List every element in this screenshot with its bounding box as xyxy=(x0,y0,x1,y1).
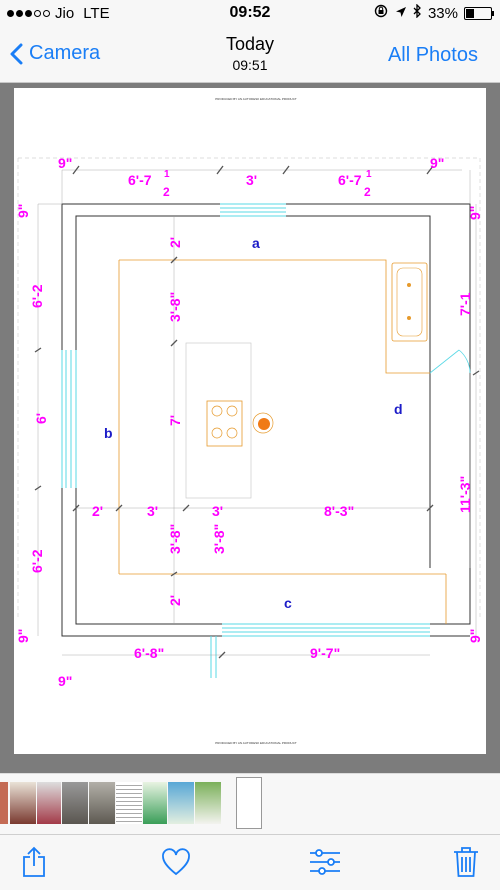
thumbnail[interactable] xyxy=(195,782,221,824)
battery-percent: 33% xyxy=(427,4,458,22)
thumbnail[interactable] xyxy=(89,782,115,824)
label-c: c xyxy=(284,595,292,611)
kitchen-island xyxy=(185,342,274,499)
floor-plan-photo: PRODUCED BY AN AUTODESK EDUCATIONAL PROD… xyxy=(14,88,486,754)
thumbnail-strip[interactable] xyxy=(0,773,500,834)
thumbnail[interactable] xyxy=(143,782,167,824)
trash-icon xyxy=(454,847,478,877)
dim-row-8-3: 8'-3" xyxy=(324,503,354,519)
dimension-ticks xyxy=(34,165,480,659)
dim-top-left-9: 9" xyxy=(58,155,72,171)
dim-inner-2-top: 2' xyxy=(167,237,183,248)
thumbnail[interactable] xyxy=(0,782,8,824)
room-labels: a b c d xyxy=(104,235,403,611)
battery-level xyxy=(466,8,474,18)
dim-top-window: 3' xyxy=(246,172,257,188)
dim-row-3a: 3' xyxy=(147,503,158,519)
windows xyxy=(61,203,430,678)
bluetooth-icon xyxy=(413,3,422,22)
all-photos-button[interactable]: All Photos xyxy=(387,44,478,66)
network-type: LTE xyxy=(83,5,110,22)
adjust-icon xyxy=(310,849,340,875)
thumbnail-selected[interactable] xyxy=(236,777,262,829)
thumbnail[interactable] xyxy=(10,782,36,824)
header-note: PRODUCED BY AN AUTODESK EDUCATIONAL PROD… xyxy=(215,97,297,101)
door-swing xyxy=(429,349,471,374)
thumbnail[interactable] xyxy=(37,782,61,824)
navigation-bar: Camera Today 09:51 All Photos xyxy=(0,28,500,83)
rotation-lock-icon xyxy=(373,4,389,22)
dim-inner-3-8-low-b: 3'-8" xyxy=(211,524,227,554)
photo-viewer[interactable]: PRODUCED BY AN AUTODESK EDUCATIONAL PROD… xyxy=(0,83,500,773)
extension-lines xyxy=(37,169,477,656)
dim-inner-7: 7' xyxy=(167,415,183,426)
dim-right-upper: 7'-1 xyxy=(457,292,473,316)
dim-bottom-left-9: 9" xyxy=(15,629,31,643)
dim-frac-num-2: 1 xyxy=(366,169,372,180)
status-time: 09:52 xyxy=(229,4,271,21)
delete-button[interactable] xyxy=(449,845,483,879)
nav-title-group: Today 09:51 xyxy=(150,34,350,73)
chevron-left-icon xyxy=(10,43,23,64)
dim-top-span-right: 6'-7 xyxy=(338,172,362,188)
dim-inner-3-8-top: 3'-8" xyxy=(167,292,183,322)
dim-row-3b: 3' xyxy=(212,503,223,519)
carrier-name: Jio xyxy=(55,5,75,22)
signal-strength-icon xyxy=(7,10,50,17)
favorite-button[interactable] xyxy=(159,845,193,879)
dim-row-2: 2' xyxy=(92,503,103,519)
dim-left-lower: 6'-2 xyxy=(29,549,45,573)
dim-top-right-9: 9" xyxy=(430,155,444,171)
location-arrow-icon xyxy=(395,5,407,22)
dim-frac-num-1: 1 xyxy=(164,169,170,180)
bottom-toolbar xyxy=(0,834,500,890)
thumbnail[interactable] xyxy=(116,782,142,824)
dimension-labels: 9" 9" 6'-7 1 2 3' 6'-7 1 2 9" 9" 6'-2 6'… xyxy=(15,155,483,689)
back-button[interactable]: Camera xyxy=(10,42,100,65)
share-button[interactable] xyxy=(17,845,51,879)
dim-bottom-9-below: 9" xyxy=(58,673,72,689)
heart-icon xyxy=(162,848,190,876)
nav-title: Today xyxy=(225,34,275,54)
dim-top-span-left: 6'-7 xyxy=(128,172,152,188)
label-d: d xyxy=(394,401,403,417)
status-left: Jio LTE xyxy=(7,5,110,22)
label-a: a xyxy=(252,235,260,251)
dim-inner-2-bottom: 2' xyxy=(167,595,183,606)
back-label: Camera xyxy=(29,42,101,64)
label-b: b xyxy=(104,425,113,441)
dim-left-upper: 6'-2 xyxy=(29,284,45,308)
thumbnail[interactable] xyxy=(168,782,194,824)
thumbnail[interactable] xyxy=(62,782,88,824)
dim-bottom-right-9: 9" xyxy=(467,629,483,643)
dim-right-top-9: 9" xyxy=(467,206,483,220)
sink-fixture xyxy=(391,262,428,342)
floor-plan-drawing: PRODUCED BY AN AUTODESK EDUCATIONAL PROD… xyxy=(15,97,483,745)
edit-button[interactable] xyxy=(308,845,342,879)
footer-note: PRODUCED BY AN AUTODESK EDUCATIONAL PROD… xyxy=(215,741,297,745)
dim-right-long: 11'-3" xyxy=(457,476,473,513)
dim-left-window: 6' xyxy=(33,413,49,424)
nav-subtitle: 09:51 xyxy=(232,57,268,73)
battery-icon xyxy=(464,6,494,20)
dim-bottom-9-7: 9'-7" xyxy=(310,645,340,661)
dim-frac-den-2: 2 xyxy=(364,185,371,199)
status-right: 33% xyxy=(373,3,494,22)
share-icon xyxy=(23,846,45,877)
dim-bottom-6-8: 6'-8" xyxy=(134,645,164,661)
status-bar: Jio LTE 09:52 33% xyxy=(0,0,500,28)
dim-frac-den-1: 2 xyxy=(163,185,170,199)
dim-left-top-9: 9" xyxy=(15,204,31,218)
dim-inner-3-8-low-a: 3'-8" xyxy=(167,524,183,554)
